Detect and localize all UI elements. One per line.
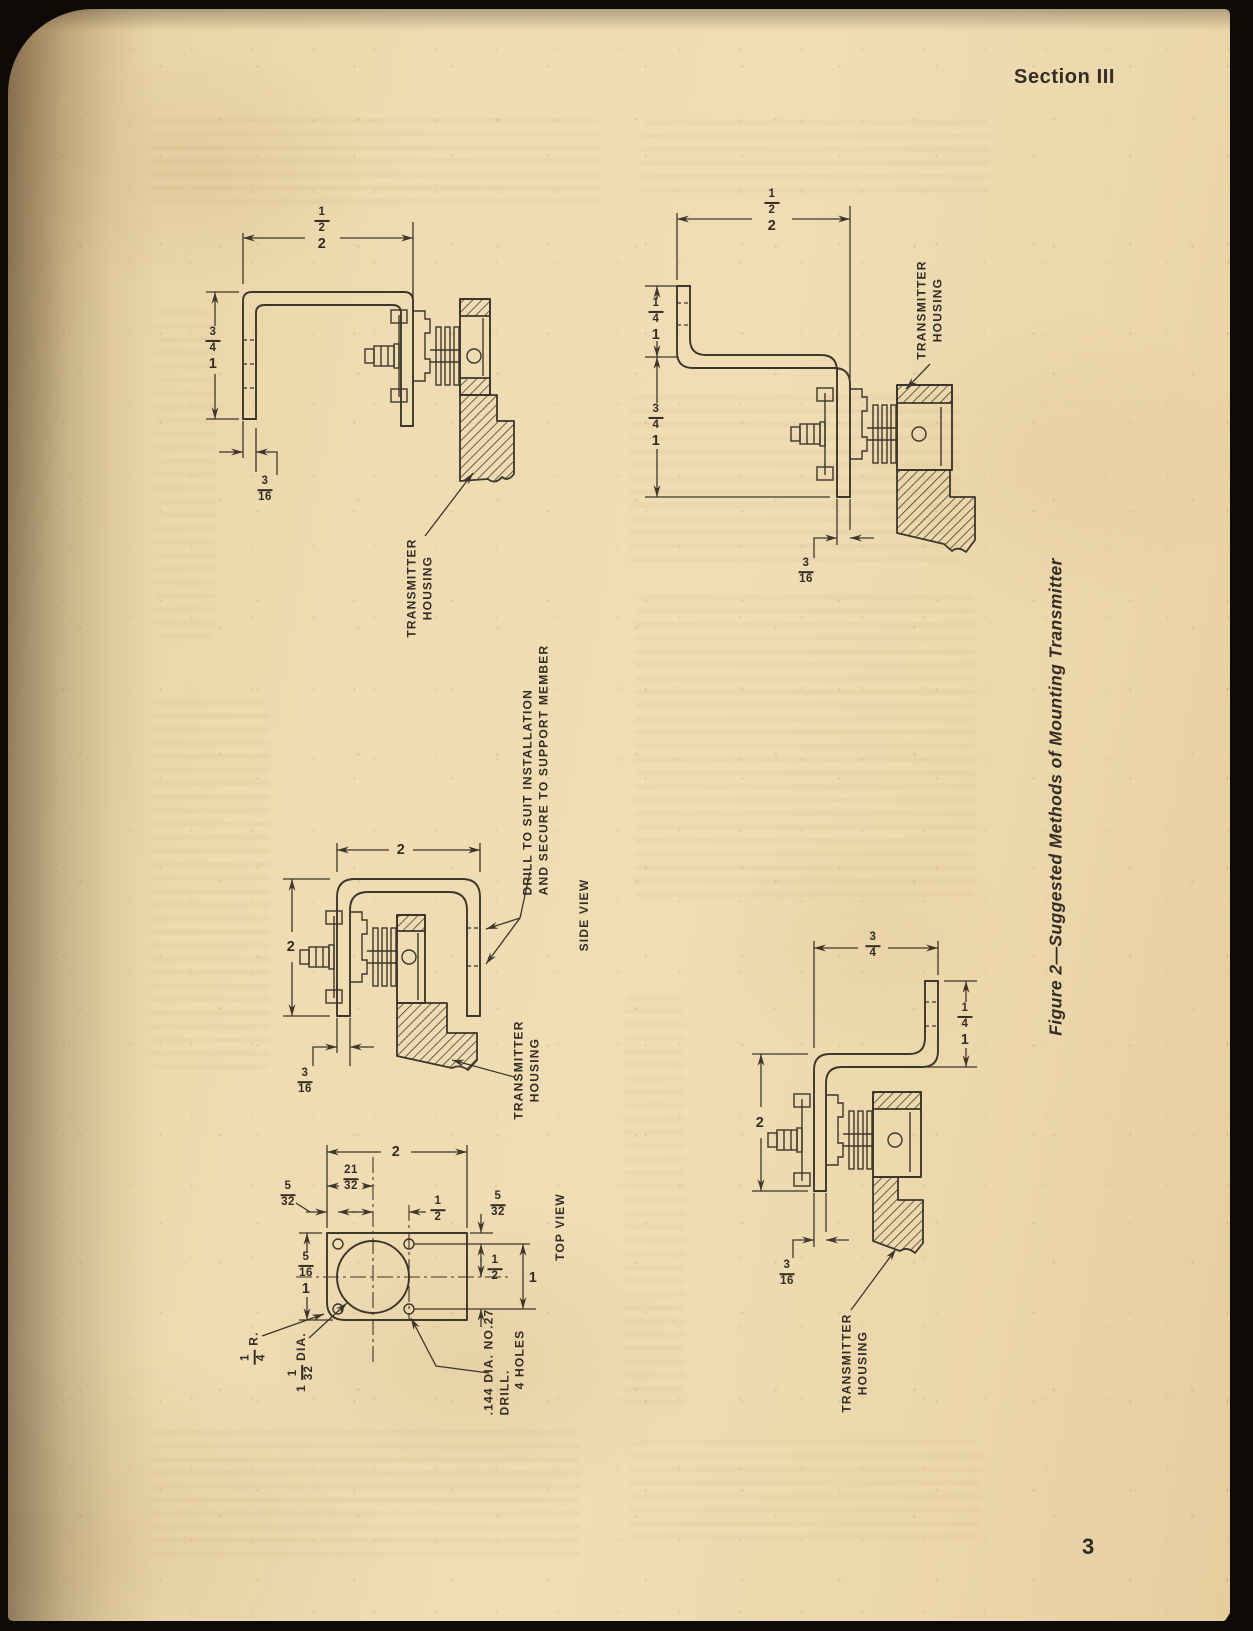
- transmitter-housing-label-c: TRANSMITTER HOUSING: [511, 1020, 541, 1120]
- page-stack-edges: [1230, 0, 1253, 1631]
- drill-note-label: DRILL TO SUIT INSTALLATION AND SECURE TO…: [520, 644, 550, 896]
- drill-spec-label: .144 DIA. NO.27 DRILL. 4 HOLES: [481, 1308, 527, 1416]
- dim-width-c: 2: [396, 841, 406, 858]
- dim-depth-c: 2: [286, 938, 296, 955]
- section-header: Section III: [1014, 66, 1116, 88]
- side-view-label: SIDE VIEW: [577, 878, 592, 952]
- paper-sheet: [8, 9, 1230, 1621]
- transmitter-housing-label-b: TRANSMITTER HOUSING: [914, 260, 944, 360]
- top-view-label: TOP VIEW: [553, 1193, 568, 1261]
- dim-lower-leg-e: 2: [755, 1114, 765, 1131]
- figure-caption: Figure 2—Suggested Methods of Mounting T…: [1045, 558, 1066, 1036]
- dim-width-d: 2: [391, 1143, 401, 1160]
- dim-hole-spacing-d: 1: [528, 1269, 538, 1286]
- transmitter-housing-label-e: TRANSMITTER HOUSING: [839, 1313, 869, 1413]
- transmitter-housing-label-a: TRANSMITTER HOUSING: [404, 538, 434, 638]
- page-number: 3: [1082, 1534, 1095, 1559]
